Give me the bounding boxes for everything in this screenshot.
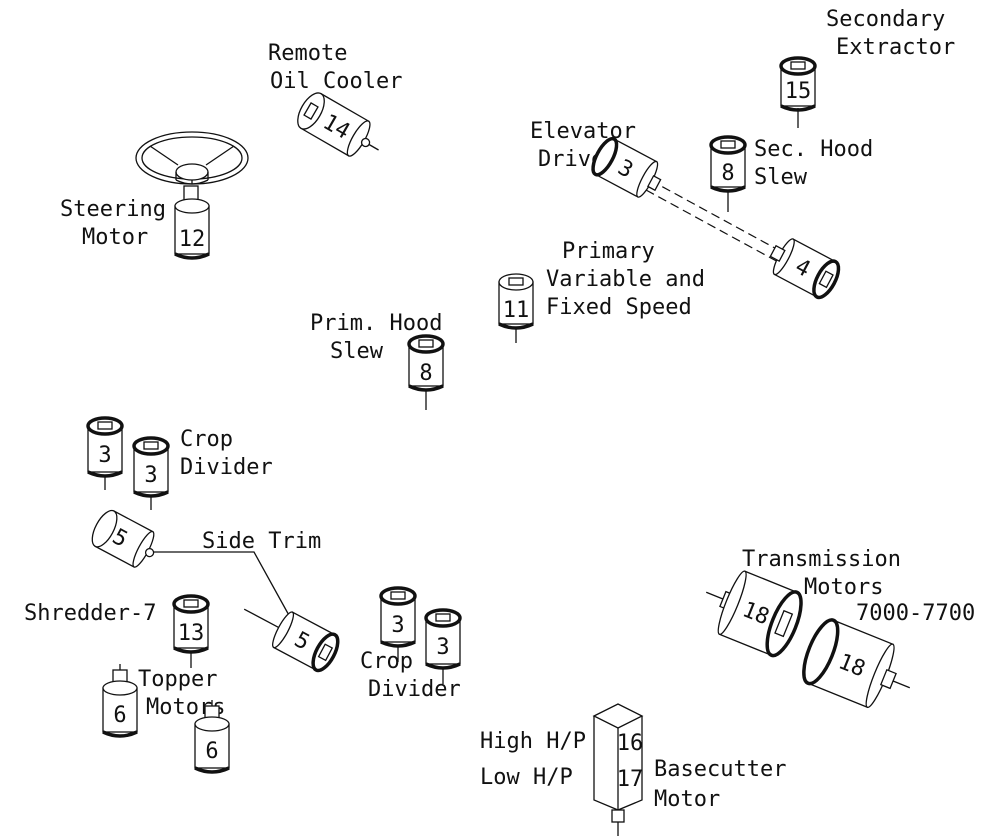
crop-divider-right-number-a: 3 (391, 613, 404, 638)
sec-hood-slew-label-line1: Sec. Hood (754, 137, 873, 162)
crop-divider-right-number-b: 3 (436, 635, 449, 660)
primary-label-line1: Primary (562, 239, 655, 264)
transmission-label-line2: Motors (804, 575, 883, 600)
transmission-motors: Transmission Motors 7000-7700 18 18 (705, 547, 975, 709)
elevator-drive-motors: Elevator Drive 3 4 (530, 119, 841, 300)
remote-oil-cooler-motor: Remote Oil Cooler 14 (268, 41, 402, 157)
low-hp-label: Low H/P (480, 765, 573, 790)
basecutter-motor: High H/P Low H/P Basecutter Motor 16 17 (480, 703, 786, 836)
sec-hood-slew-label-line2: Slew (754, 165, 808, 190)
basecutter-label-line2: Motor (654, 787, 720, 812)
prim-hood-slew-label-line1: Prim. Hood (310, 311, 442, 336)
steering-motor-label-line2: Motor (82, 225, 148, 250)
elevator-drive-label-line1: Elevator (530, 119, 636, 144)
secondary-extractor-label-line1: Secondary (826, 7, 945, 32)
crop-divider-right-label-line1: Crop (360, 649, 413, 674)
steering-motor: Steering Motor 12 (60, 131, 249, 260)
transmission-label-line3: 7000-7700 (856, 601, 975, 626)
secondary-extractor-label-line2: Extractor (836, 35, 955, 60)
prim-hood-slew-motor: Prim. Hood Slew 8 (310, 311, 445, 410)
secondary-extractor-motor: Secondary Extractor 15 (779, 7, 955, 128)
basecutter-label-line1: Basecutter (654, 757, 786, 782)
steering-wheel-icon (135, 131, 249, 185)
crop-divider-left-label-line2: Divider (180, 455, 273, 480)
topper-number-b: 6 (205, 739, 218, 764)
basecutter-low-number: 17 (617, 767, 644, 792)
primary-label-line2: Variable and (546, 267, 705, 292)
sec-hood-slew-number: 8 (721, 161, 734, 186)
primary-number: 11 (503, 298, 530, 323)
crop-divider-left-motors: Crop Divider 3 3 (86, 416, 273, 510)
steering-motor-number: 12 (179, 227, 206, 252)
prim-hood-slew-number: 8 (419, 361, 432, 386)
steering-motor-label-line1: Steering (60, 197, 166, 222)
crop-divider-right-motors: Crop Divider 3 3 (360, 586, 462, 702)
shredder-label: Shredder-7 (24, 601, 156, 626)
topper-number-a: 6 (113, 703, 126, 728)
remote-oil-cooler-label-line1: Remote (268, 41, 347, 66)
secondary-extractor-number: 15 (785, 79, 812, 104)
high-hp-label: High H/P (480, 729, 586, 754)
transmission-label-line1: Transmission (742, 547, 901, 572)
primary-extractor-motor: Primary Variable and Fixed Speed 11 (498, 239, 705, 343)
sec-hood-slew-motor: Sec. Hood Slew 8 (709, 135, 873, 212)
crop-divider-right-label-line2: Divider (368, 677, 461, 702)
remote-oil-cooler-label-line2: Oil Cooler (270, 69, 402, 94)
topper-motors: Topper Motors 6 6 (102, 664, 230, 774)
topper-label-line1: Topper (138, 667, 217, 692)
crop-divider-left-number-a: 3 (98, 443, 111, 468)
side-trim-label: Side Trim (202, 529, 321, 554)
primary-label-line3: Fixed Speed (546, 295, 692, 320)
crop-divider-left-number-b: 3 (144, 463, 157, 488)
prim-hood-slew-label-line2: Slew (330, 339, 384, 364)
side-trim-motors: Side Trim 5 5 (91, 509, 340, 673)
shredder-number: 13 (178, 621, 205, 646)
crop-divider-left-label-line1: Crop (180, 427, 233, 452)
shredder-motor: Shredder-7 13 (24, 594, 210, 668)
basecutter-high-number: 16 (617, 731, 644, 756)
